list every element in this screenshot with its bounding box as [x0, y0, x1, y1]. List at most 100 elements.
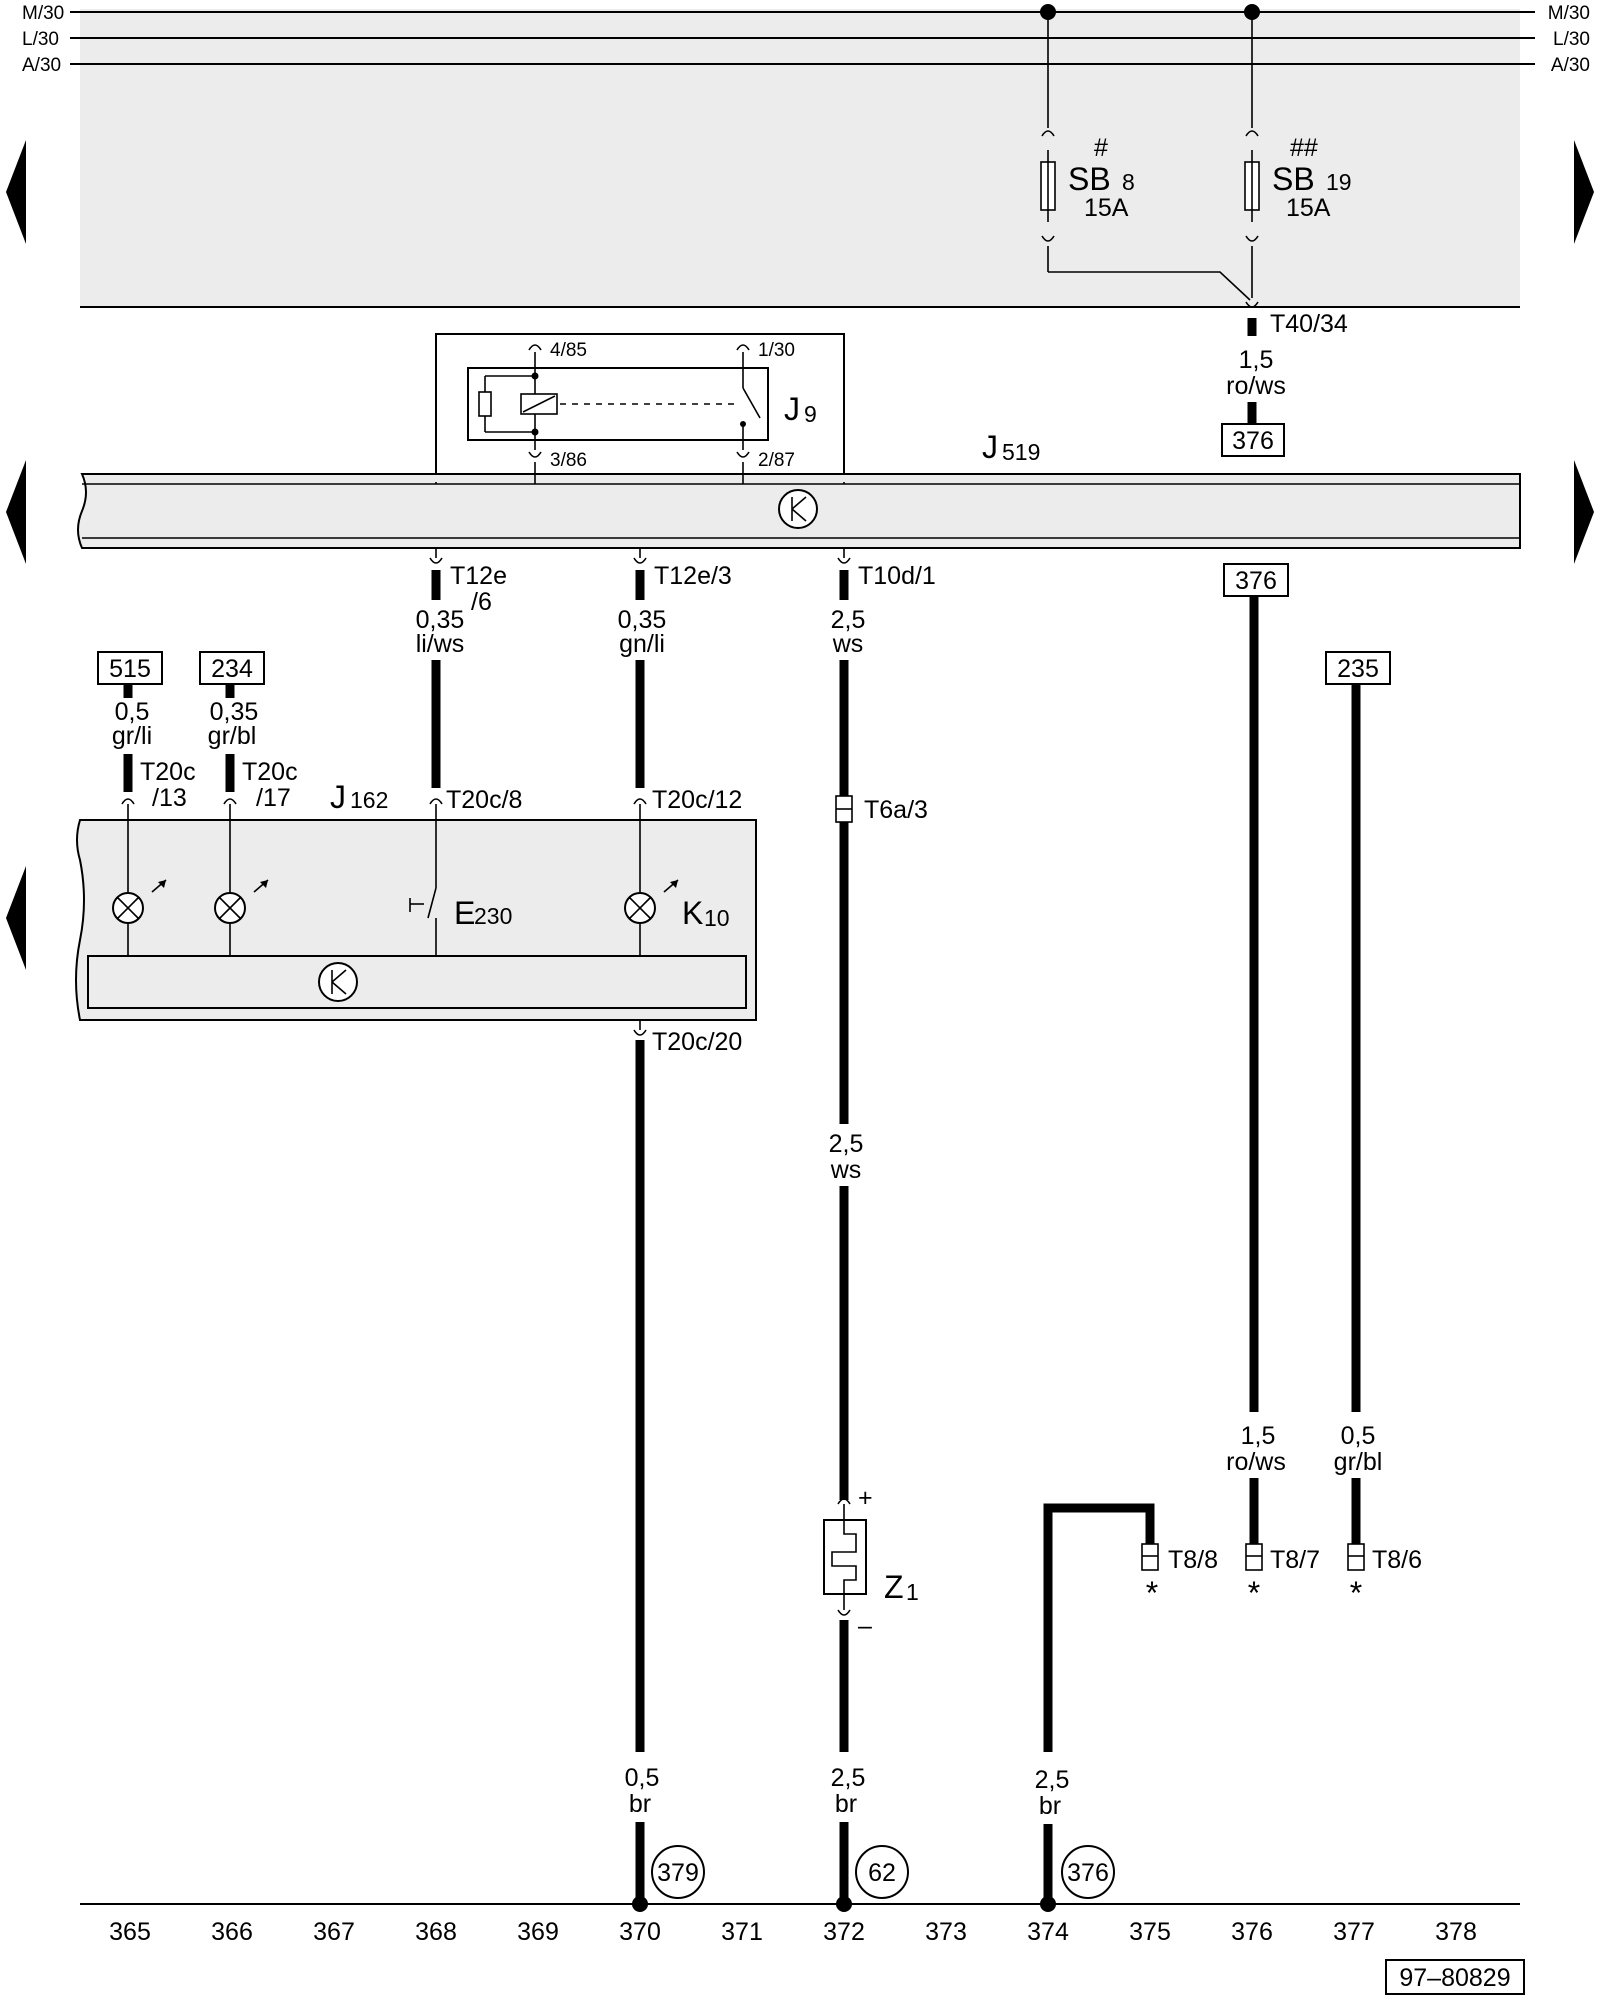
relay-pin-3-86: 3/86 [550, 450, 587, 471]
wire-t10d-color: ws [832, 630, 864, 658]
bus-m30-right: M/30 [1548, 3, 1590, 24]
wire-t12e3-color: gn/li [619, 630, 665, 658]
module-j519: J 519 [77, 429, 1521, 549]
ref-234: 234 [211, 655, 253, 683]
wire-g374-color: br [1039, 1792, 1061, 1820]
wire-t40-color: ro/ws [1226, 372, 1286, 400]
control-unit-icon [778, 489, 818, 529]
relay-j9-name: J [784, 391, 800, 427]
wire-234-color: gr/bl [208, 722, 257, 750]
bus-a30-right: A/30 [1551, 55, 1590, 76]
wire-mid-size: 2,5 [829, 1130, 864, 1158]
fuse-sb19-mark: ## [1290, 134, 1318, 162]
j519-outputs: T12e /6 0,35 li/ws T12e/3 0,35 gn/li T10… [416, 548, 936, 796]
connector-t20c-17-b: /17 [256, 784, 291, 812]
connector-t20c-13-b: /13 [152, 784, 187, 812]
ref-235: 235 [1337, 655, 1379, 683]
relay-pin-2-87: 2/87 [758, 450, 795, 471]
wire-515-color: gr/li [112, 722, 152, 750]
ground-dot [836, 1896, 852, 1912]
grid-number: 374 [1027, 1918, 1069, 1946]
t8-connectors: T8/8 * T8/7 * T8/6 * [1141, 1543, 1422, 1611]
ground-ref-379: 379 [657, 1859, 699, 1887]
fuse-sb19-rating: 15A [1286, 194, 1331, 222]
component-e230-sub: 230 [474, 903, 512, 929]
component-z1-sub: 1 [906, 1579, 919, 1605]
fuse-sb8: # SB 8 15A [1040, 12, 1251, 301]
connector-t20c-17-a: T20c [242, 758, 298, 786]
module-j519-sub: 519 [1002, 439, 1040, 465]
control-unit-icon [318, 962, 358, 1002]
ground-dot [1040, 1896, 1056, 1912]
connector-t20c-13-a: T20c [140, 758, 196, 786]
connector-t6a-3: T6a/3 [864, 796, 928, 824]
wire-t40-size: 1,5 [1239, 346, 1274, 374]
wire-g372-size: 2,5 [831, 1764, 866, 1792]
module-j162-name: J [330, 779, 346, 815]
nav-arrows [6, 140, 1594, 970]
connector-t20c-20: T20c/20 [652, 1028, 742, 1056]
ref-376-top: 376 [1232, 427, 1274, 455]
component-z1: + – Z 1 [823, 1484, 919, 1640]
wire-g370-size: 0,5 [625, 1764, 660, 1792]
component-k10-name: K [682, 895, 703, 931]
bus-m30-left: M/30 [22, 3, 64, 24]
relay-j9: 4/85 1/30 3/86 2/87 J 9 [435, 333, 845, 483]
t8-7-asterisk: * [1248, 1575, 1260, 1611]
t8-8-asterisk: * [1146, 1575, 1158, 1611]
wire-376b-size: 1,5 [1241, 1422, 1276, 1450]
wire-t12e6-color: li/ws [416, 630, 465, 658]
grid-number: 378 [1435, 1918, 1477, 1946]
grid-number: 366 [211, 1918, 253, 1946]
component-e230-name: E [454, 895, 475, 931]
bus-l30-right: L/30 [1553, 29, 1590, 50]
module-j162-sub: 162 [350, 787, 388, 813]
ground-dot [632, 1896, 648, 1912]
relay-pin-1-30: 1/30 [758, 340, 795, 361]
t8-6-asterisk: * [1350, 1575, 1362, 1611]
right-arrow-icon[interactable] [1574, 140, 1594, 244]
left-arrow-icon[interactable] [6, 866, 26, 970]
right-arrow-icon[interactable] [1574, 460, 1594, 564]
left-arrow-icon[interactable] [6, 140, 26, 244]
grid-number: 369 [517, 1918, 559, 1946]
module-j162: J 162 T20c/8 E 230 T20c/12 [75, 779, 757, 1021]
grid-number: 365 [109, 1918, 151, 1946]
fuse-sb8-mark: # [1094, 134, 1108, 162]
connector-t12e-6-a: T12e [450, 562, 507, 590]
left-arrow-icon[interactable] [6, 460, 26, 564]
fuse-sb19-sub: 19 [1326, 169, 1352, 195]
connector-t12e-3: T12e/3 [654, 562, 732, 590]
grid-number: 373 [925, 1918, 967, 1946]
connector-t8-8: T8/8 [1168, 1546, 1218, 1574]
relay-pin-4-85: 4/85 [550, 340, 587, 361]
connector-t20c-12: T20c/12 [652, 786, 742, 814]
wire-mid-color: ws [830, 1156, 862, 1184]
connector-t8-7: T8/7 [1270, 1546, 1320, 1574]
wire-t10d-size: 2,5 [831, 606, 866, 634]
fuse-sb8-sub: 8 [1122, 169, 1135, 195]
wire-234-size: 0,35 [210, 698, 259, 726]
wire-235-color: gr/bl [1334, 1448, 1383, 1476]
grid-number: 368 [415, 1918, 457, 1946]
wire-376b-color: ro/ws [1226, 1448, 1286, 1476]
wire-g370-color: br [629, 1790, 651, 1818]
relay-j9-sub: 9 [804, 401, 817, 427]
fuse-panel-background [80, 9, 1520, 307]
wire-235-size: 0,5 [1341, 1422, 1376, 1450]
component-k10-sub: 10 [704, 905, 730, 931]
grid-number: 372 [823, 1918, 865, 1946]
fuse-sb8-name: SB [1068, 161, 1111, 197]
wire-t12e3-size: 0,35 [618, 606, 667, 634]
bus-lines: M/30 L/30 A/30 M/30 L/30 A/30 [22, 3, 1590, 76]
ground-ref-376: 376 [1067, 1859, 1109, 1887]
grid-number: 371 [721, 1918, 763, 1946]
fuse-sb19: ## SB 19 15A [1244, 12, 1352, 298]
connector-t8-6: T8/6 [1372, 1546, 1422, 1574]
wire-g372-color: br [835, 1790, 857, 1818]
grid-number: 375 [1129, 1918, 1171, 1946]
connector-t40-34: T40/34 [1270, 310, 1348, 338]
fuse-sb19-name: SB [1272, 161, 1315, 197]
z1-minus: – [858, 1612, 872, 1640]
